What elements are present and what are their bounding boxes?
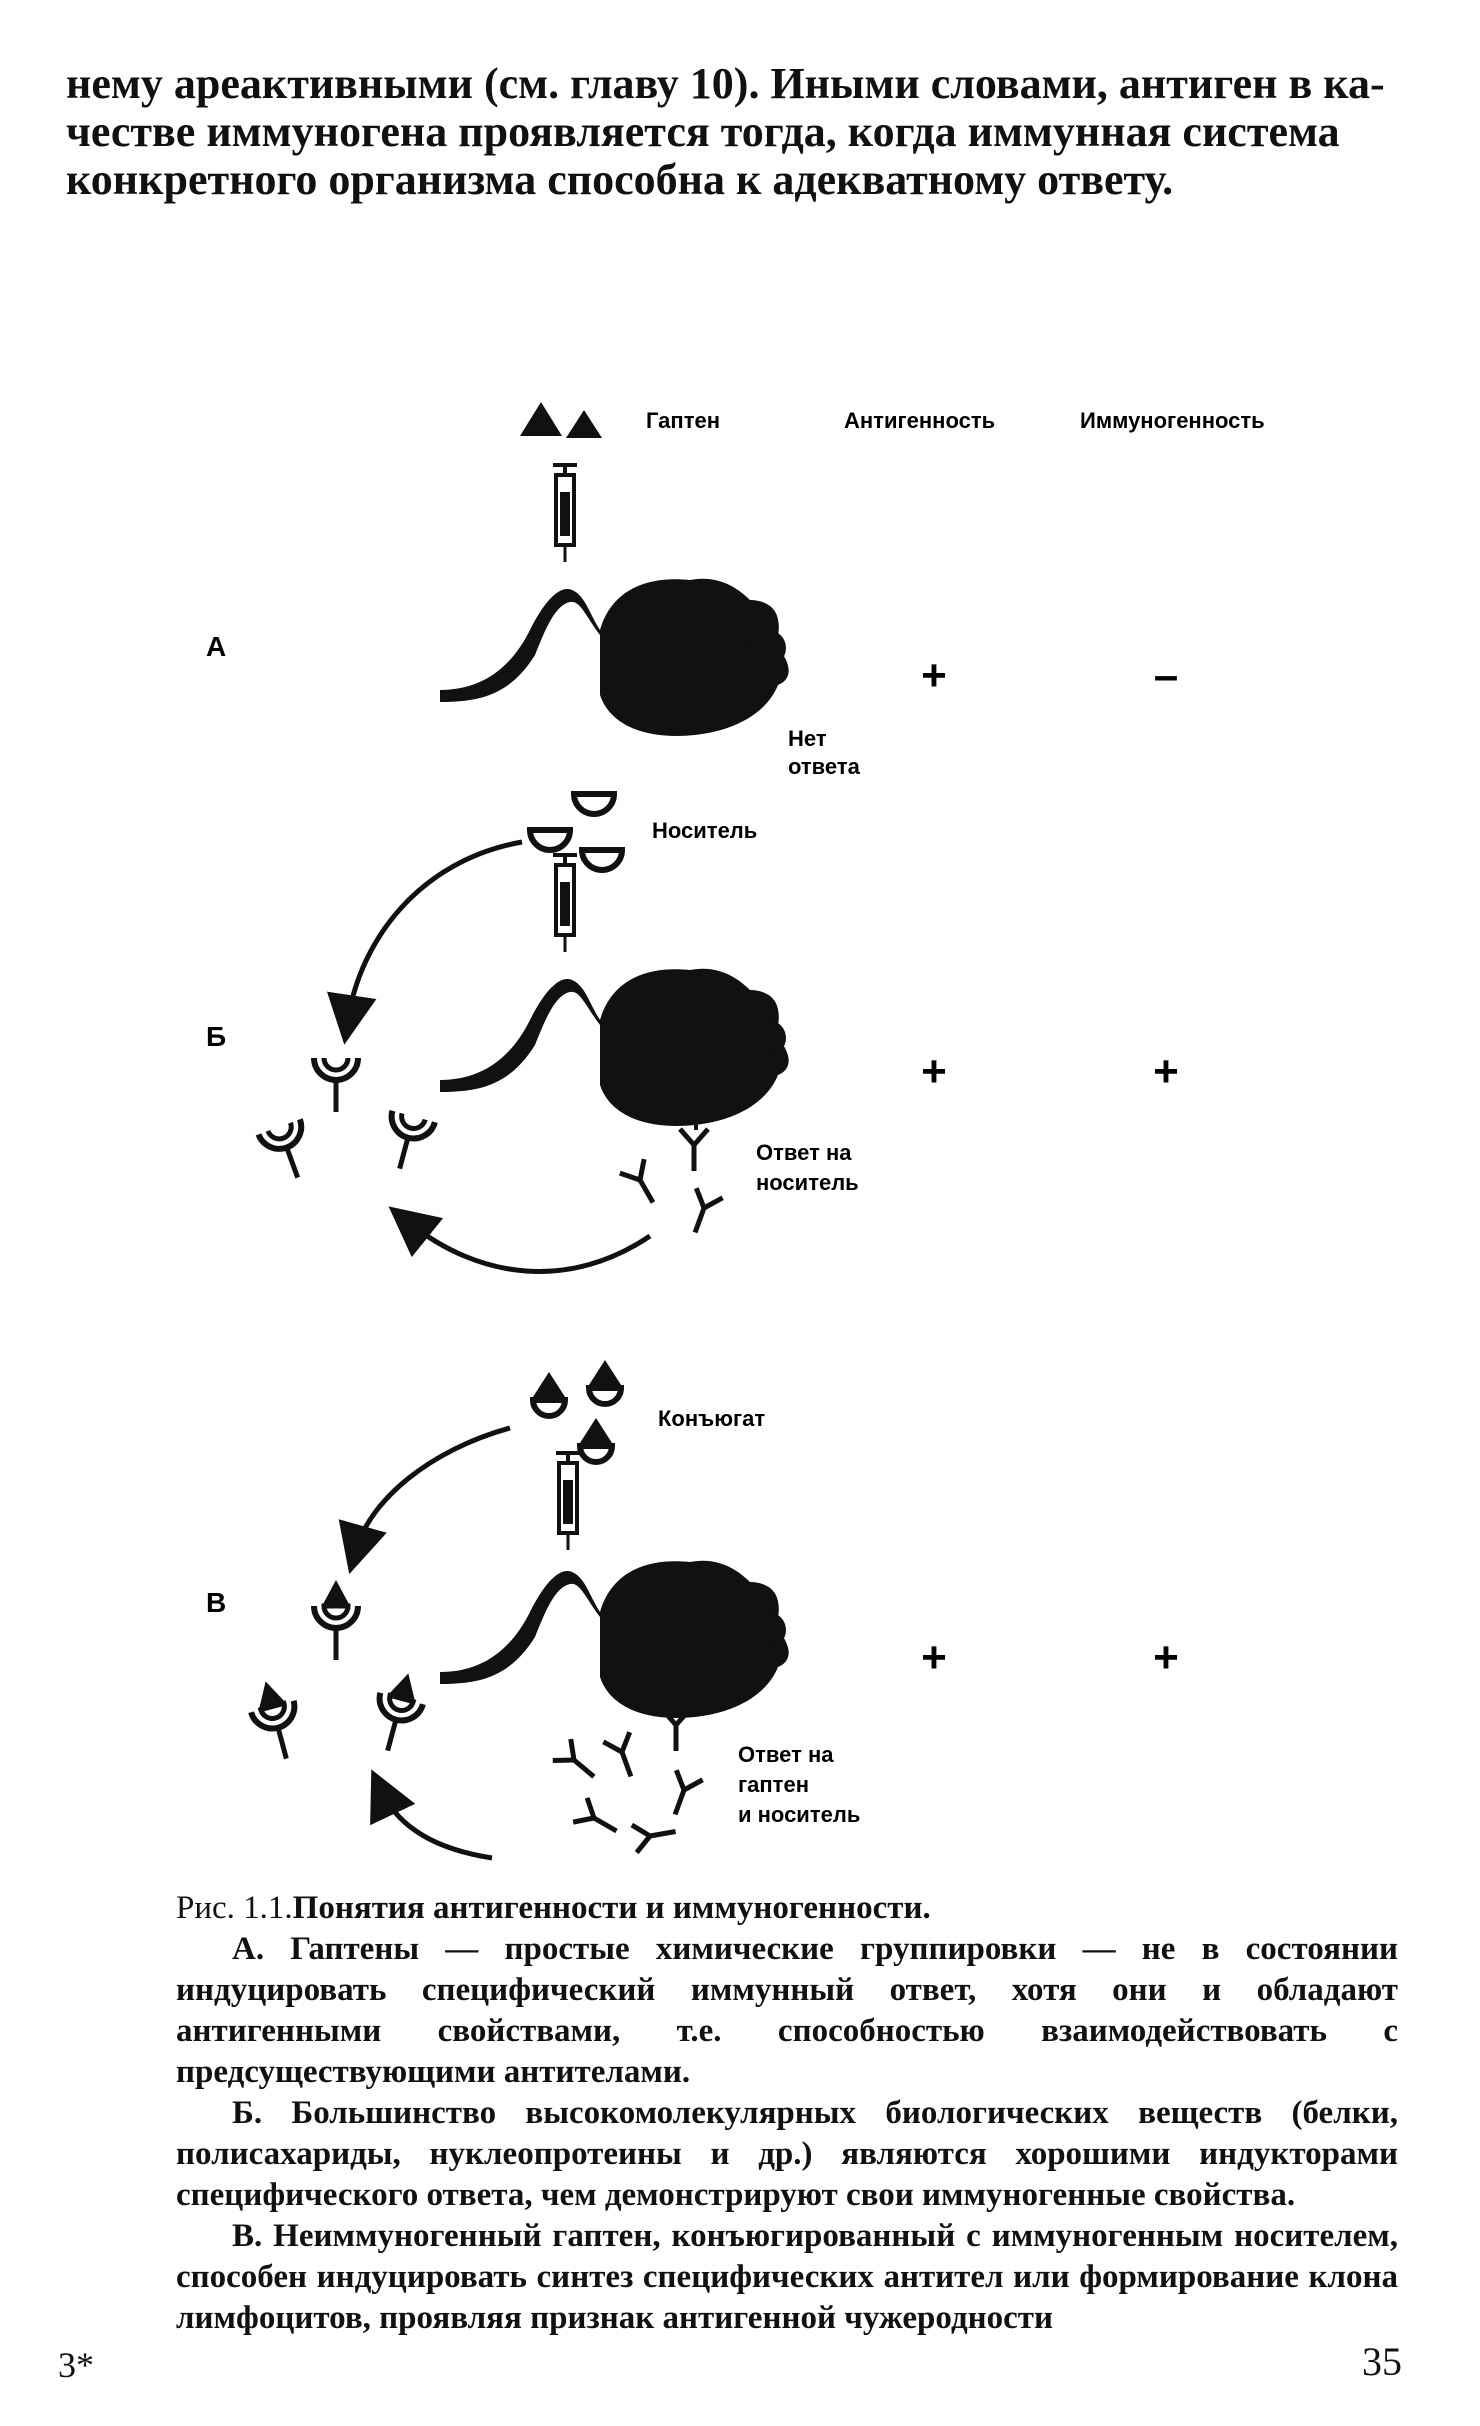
conjugate-icon [531, 1372, 567, 1416]
antibody-icon [553, 1739, 603, 1787]
panel-c-response-line-1: Ответ на [738, 1742, 834, 1767]
intro-paragraph: нему ареактивными (см. главу 10). Иными … [66, 60, 1401, 204]
intro-line-1: нему ареактивными (см. главу 10). Иными … [66, 59, 1385, 108]
antibody-icon [620, 1159, 665, 1209]
conjugate-icon [578, 1418, 614, 1462]
panel-b-response-line-1: Ответ на [756, 1140, 852, 1165]
panel-a-immunogenicity: – [1154, 651, 1178, 700]
panel-a-antigenicity: + [921, 651, 947, 700]
antibody-icon [662, 1770, 703, 1819]
panel-b-response-line-2: носитель [756, 1170, 859, 1195]
panel-b: Б Носитель Ответ на носитель + + [206, 794, 1179, 1274]
receptor-conjugate-icon [366, 1668, 429, 1757]
printer-signature: 3* [58, 2345, 94, 2385]
panel-b-letter: Б [206, 1021, 226, 1052]
antibody-icon [603, 1732, 644, 1781]
antigenicity-header: Антигенность [844, 408, 995, 433]
carrier-icon [582, 850, 622, 870]
carrier-icon [530, 830, 570, 850]
panel-c-antigenicity: + [921, 1633, 947, 1682]
receptor-icon [259, 1119, 319, 1185]
intro-line-2: честве иммуногена проявляется тогда, ког… [66, 107, 1340, 156]
syringe-icon [554, 1451, 582, 1552]
panel-c-response-line-3: и носитель [738, 1802, 860, 1827]
receptor-icon [378, 1111, 434, 1175]
panel-a-response-line-2: ответа [788, 754, 861, 779]
conjugate-icon [587, 1360, 623, 1404]
antibody-icon [680, 1129, 708, 1171]
carrier-icon [574, 794, 614, 814]
cycle-arrow [338, 1425, 511, 1575]
antibody-icon [573, 1798, 623, 1843]
panel-a-response-line-1: Нет [788, 726, 827, 751]
hapten-label: Гаптен [646, 408, 720, 433]
receptor-icon [314, 1058, 358, 1112]
panel-b-immunogenicity: + [1153, 1047, 1179, 1096]
intro-line-3: конкретного организма способна к адекват… [66, 155, 1174, 204]
receptor-conjugate-icon [244, 1676, 307, 1765]
figure-antigenicity-immunogenicity: Гаптен Антигенность Иммуногенность А Нет… [206, 402, 1265, 1861]
receptor-conjugate-icon [314, 1580, 358, 1660]
panel-c-response-line-2: гаптен [738, 1772, 809, 1797]
caption-fig-number: Рис. 1.1. [176, 1890, 293, 1926]
immunogenicity-header: Иммуногенность [1080, 408, 1265, 433]
caption-paragraph-a: А. Гаптены — простые химические группиро… [176, 1931, 1398, 2090]
panel-c-immunogenicity: + [1153, 1633, 1179, 1682]
panel-a: А Нет ответа + – [206, 463, 1178, 779]
caption-heading: Рис. 1.1.Понятия антигенности и иммуноге… [176, 1888, 1398, 1929]
cycle-arrow [327, 839, 523, 1045]
carrier-label: Носитель [652, 818, 757, 843]
antibody-icon [632, 1818, 678, 1853]
syringe-icon [551, 463, 579, 564]
caption-paragraph-b: Б. Большинство высокомолекулярных биолог… [176, 2095, 1398, 2213]
syringe-icon [551, 853, 579, 954]
panel-c: В Конъюгат Ответ на гаптен и носитель + … [206, 1360, 1179, 1861]
conjugate-label: Конъюгат [658, 1406, 765, 1431]
column-headers: Гаптен Антигенность Иммуногенность [520, 402, 1265, 438]
mouse-icon [440, 1560, 789, 1718]
hapten-header-icon [520, 402, 602, 438]
panel-b-antigenicity: + [921, 1047, 947, 1096]
mouse-icon [440, 968, 789, 1126]
cycle-arrow [388, 1206, 652, 1274]
panel-c-letter: В [206, 1587, 226, 1618]
caption-title: Понятия антигенности и иммуногенности. [292, 1890, 931, 1926]
panel-a-letter: А [206, 631, 226, 662]
mouse-icon [440, 578, 789, 736]
caption-paragraph-c: В. Неиммуногенный гаптен, конъюгированны… [176, 2218, 1398, 2336]
cycle-arrow [370, 1769, 493, 1861]
page-number: 35 [1362, 2339, 1402, 2384]
figure-caption: Рис. 1.1.Понятия антигенности и иммуноге… [176, 1888, 1398, 2339]
antibody-icon [682, 1188, 723, 1237]
